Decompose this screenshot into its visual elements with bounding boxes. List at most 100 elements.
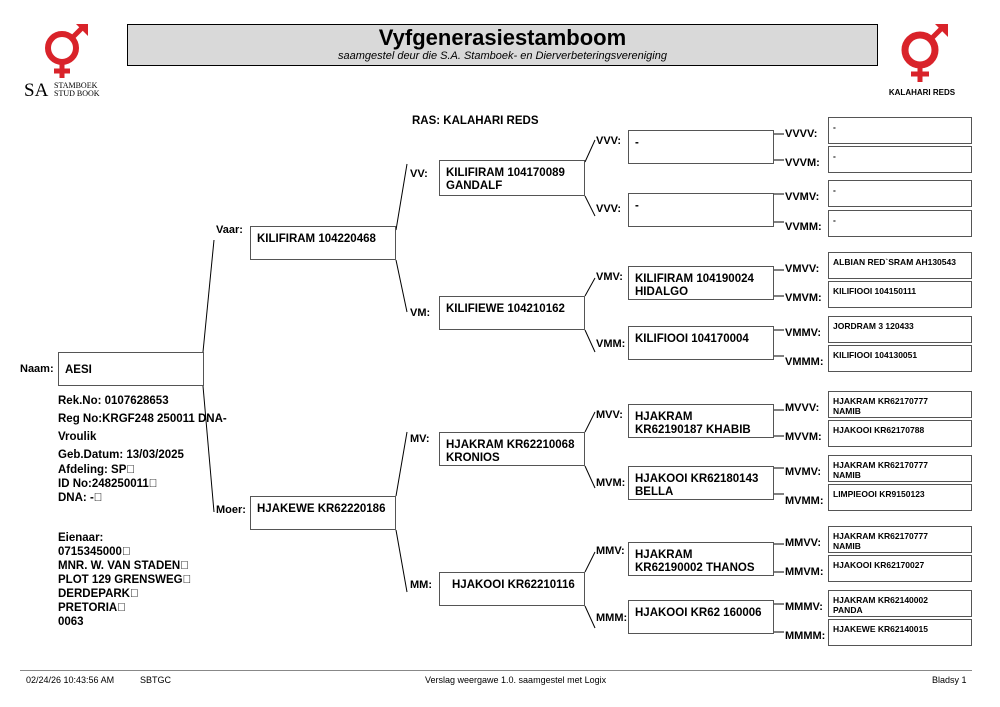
mvmv-label: MVMV: bbox=[785, 466, 822, 478]
mvm-line1: HJAKOOI KR62180143 bbox=[635, 473, 759, 485]
mvv-line1: HJAKRAM bbox=[635, 411, 693, 423]
footer-divider bbox=[20, 670, 972, 671]
kalahari-reds-logo: KALAHARI REDS bbox=[880, 22, 970, 102]
vvvv-label: VVVV: bbox=[785, 128, 818, 140]
footer-datetime: 02/24/26 10:43:56 AM bbox=[26, 675, 115, 685]
vmv-box: KILIFIRAM 104190024 HIDALGO bbox=[628, 266, 774, 300]
mmvm-line1: HJAKOOI KR62170027 bbox=[833, 560, 925, 570]
vvmm-label: VVMM: bbox=[785, 221, 822, 233]
subject-name: AESI bbox=[65, 364, 92, 376]
vmv-line2: HIDALGO bbox=[635, 286, 689, 298]
dam-label: Moer: bbox=[216, 504, 246, 516]
rek-no: Rek.No: 0107628653 bbox=[58, 395, 169, 407]
vvm-box: - bbox=[628, 193, 774, 227]
sa-studbook-logo: SA STAMBOEK STUD BOOK bbox=[22, 22, 106, 102]
vmvm-label: VMVM: bbox=[785, 292, 822, 304]
mvv-label: MVV: bbox=[596, 409, 623, 421]
vvv-line1: - bbox=[635, 137, 639, 149]
afdeling: Afdeling: SP  bbox=[58, 464, 135, 476]
vmmm-line1: KILIFIOOI 104130051 bbox=[833, 350, 918, 360]
vmvv-line1: ALBIAN RED`SRAM AH130543 bbox=[833, 257, 956, 267]
breed-label: RAS: KALAHARI REDS bbox=[412, 115, 539, 127]
vm-box: KILIFIEWE 104210162 bbox=[439, 296, 585, 330]
vmmm-box: KILIFIOOI 104130051 bbox=[828, 345, 972, 372]
dam-box: HJAKEWE KR62220186 bbox=[250, 496, 396, 530]
vmvv-box: ALBIAN RED`SRAM AH130543 bbox=[828, 252, 972, 279]
birth-date: Geb.Datum: 13/03/2025 bbox=[58, 449, 184, 461]
mvmv-line1: HJAKRAM KR62170777 bbox=[833, 460, 928, 470]
mvmm-label: MVMM: bbox=[785, 495, 824, 507]
vm-line1: KILIFIEWE 104210162 bbox=[446, 303, 565, 315]
mm-box: HJAKOOI KR62210116 bbox=[439, 572, 585, 606]
vvmm-line1: - bbox=[833, 215, 836, 225]
mm-label: MM: bbox=[410, 579, 432, 591]
dam-name: HJAKEWE KR62220186 bbox=[257, 503, 386, 515]
vv-box: KILIFIRAM 104170089 GANDALF bbox=[439, 160, 585, 196]
footer-code: SBTGC bbox=[140, 675, 172, 685]
mvv-box: HJAKRAM KR62190187 KHABIB bbox=[628, 404, 774, 438]
naam-label: Naam: bbox=[20, 363, 54, 375]
vvm-label: VVV: bbox=[596, 203, 622, 215]
id-no: ID No:248250011  bbox=[58, 478, 158, 490]
mv-box: HJAKRAM KR62210068 KRONIOS bbox=[439, 432, 585, 466]
vmm-box: KILIFIOOI 104170004 bbox=[628, 326, 774, 360]
mv-label: MV: bbox=[410, 433, 430, 445]
vvvm-line1: - bbox=[833, 151, 836, 161]
vvv-label: VVV: bbox=[596, 135, 622, 147]
mmv-line2: KR62190002 THANOS bbox=[635, 562, 755, 574]
subject-ids: Afdeling: SP  ID No:248250011  DNA: -  bbox=[58, 463, 157, 505]
mmvm-box: HJAKOOI KR62170027 bbox=[828, 555, 972, 582]
mmv-label: MMV: bbox=[596, 545, 625, 557]
mvmv-line2: NAMIB bbox=[833, 470, 861, 480]
owner-label: Eienaar: bbox=[58, 532, 104, 544]
dna: DNA: -  bbox=[58, 492, 103, 504]
vmmv-box: JORDRAM 3 120433 bbox=[828, 316, 972, 343]
vv-label: VV: bbox=[410, 168, 428, 180]
vvv-box: - bbox=[628, 130, 774, 164]
mv-line2: KRONIOS bbox=[446, 452, 500, 464]
mvvm-box: HJAKOOI KR62170788 bbox=[828, 420, 972, 447]
vmm-label: VMM: bbox=[596, 338, 626, 350]
vvmv-box: - bbox=[828, 180, 972, 207]
logo-sa-text: SA bbox=[24, 80, 49, 101]
vmmv-line1: JORDRAM 3 120433 bbox=[833, 321, 914, 331]
mvmm-box: LIMPIEOOI KR9150123 bbox=[828, 484, 972, 511]
mmv-line1: HJAKRAM bbox=[635, 549, 693, 561]
vvvv-line1: - bbox=[833, 122, 836, 132]
mmvv-label: MMVV: bbox=[785, 537, 822, 549]
logo-line1: STAMBOEK bbox=[54, 81, 98, 90]
vm-label: VM: bbox=[410, 307, 431, 319]
logo-caption: KALAHARI REDS bbox=[888, 88, 956, 97]
mmv-box: HJAKRAM KR62190002 THANOS bbox=[628, 542, 774, 576]
owner-code: 0063 bbox=[58, 616, 84, 628]
subject-box: AESI bbox=[58, 352, 204, 386]
mmm-line1: HJAKOOI KR62 160006 bbox=[635, 607, 762, 619]
sire-label: Vaar: bbox=[216, 224, 243, 236]
vvmv-line1: - bbox=[833, 185, 836, 195]
mvm-line2: BELLA bbox=[635, 486, 674, 498]
vmvm-box: KILIFIOOI 104150111 bbox=[828, 281, 972, 308]
mvvm-label: MVVM: bbox=[785, 431, 822, 443]
vvvm-label: VVVM: bbox=[785, 157, 820, 169]
mvm-label: MVM: bbox=[596, 477, 626, 489]
subject-details: Rek.No: 0107628653 Reg No:KRGF248 250011… bbox=[58, 392, 227, 464]
mmvv-line2: NAMIB bbox=[833, 541, 861, 551]
owner-address1: PLOT 129 GRENSWEG  bbox=[58, 574, 192, 586]
mmmm-line1: HJAKEWE KR62140015 bbox=[833, 624, 928, 634]
vvm-line1: - bbox=[635, 200, 639, 212]
vmv-label: VMV: bbox=[596, 271, 623, 283]
mmmv-line1: HJAKRAM KR62140002 bbox=[833, 595, 928, 605]
mmmm-label: MMMM: bbox=[785, 630, 826, 642]
page-title: Vyfgenerasiestamboom bbox=[378, 25, 627, 50]
sire-name: KILIFIRAM 104220468 bbox=[257, 233, 376, 245]
vvvv-box: - bbox=[828, 117, 972, 144]
mvm-box: HJAKOOI KR62180143 BELLA bbox=[628, 466, 774, 500]
mvvm-line1: HJAKOOI KR62170788 bbox=[833, 425, 925, 435]
mvvv-label: MVVV: bbox=[785, 402, 820, 414]
vmmm-label: VMMM: bbox=[785, 356, 824, 368]
vv-line2: GANDALF bbox=[446, 180, 503, 192]
vvmv-label: VVMV: bbox=[785, 191, 820, 203]
